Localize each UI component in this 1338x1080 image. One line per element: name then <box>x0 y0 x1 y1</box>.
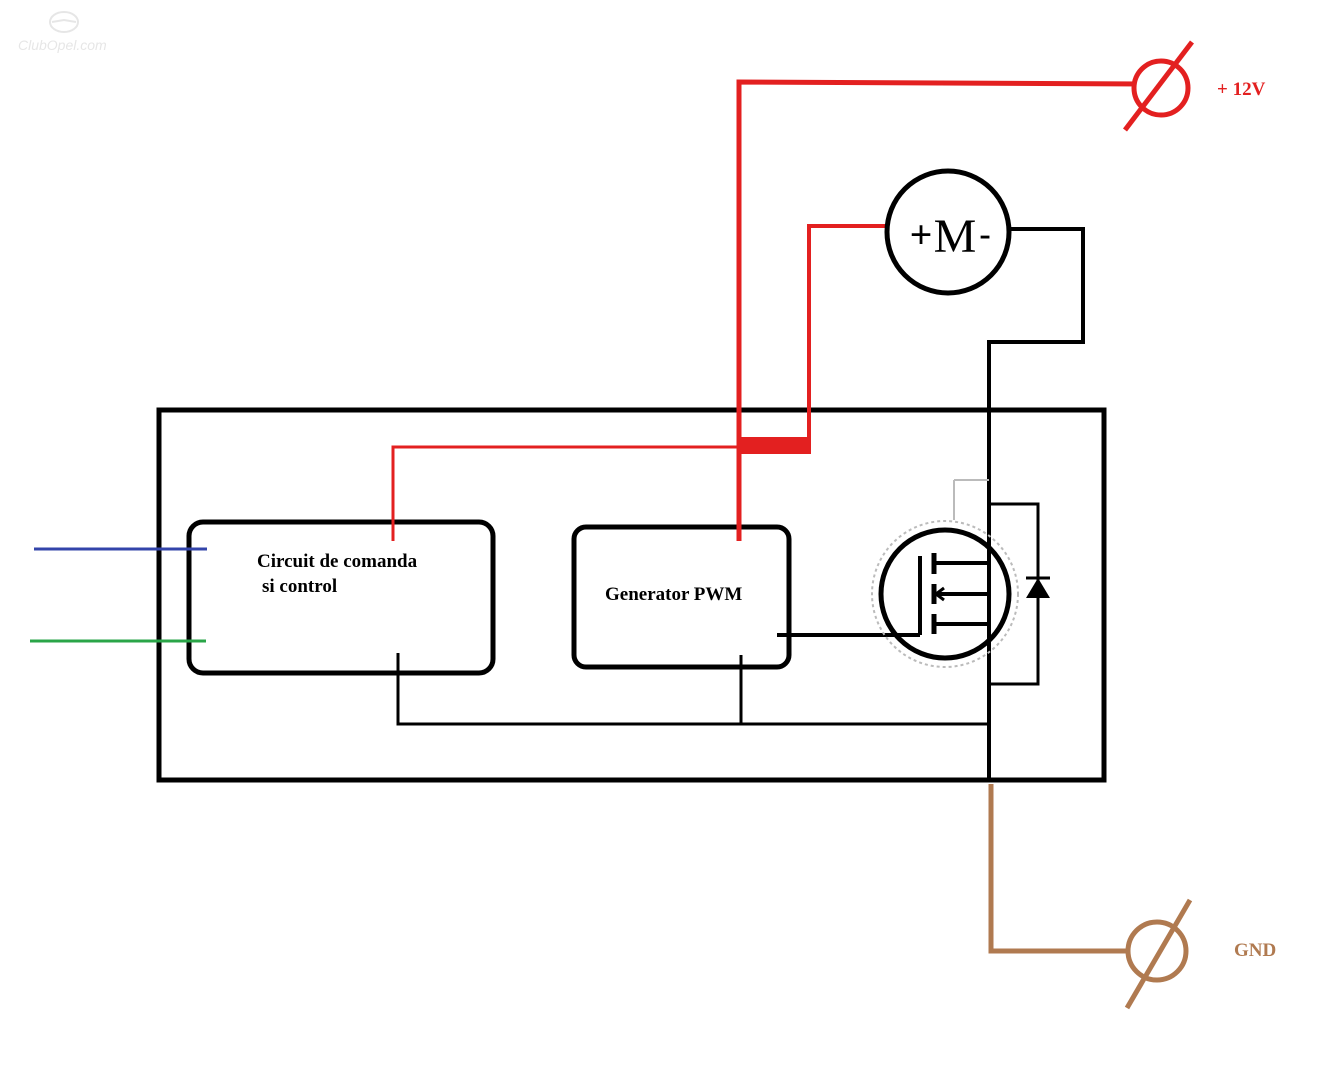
watermark-text: ClubOpel.com <box>18 37 107 53</box>
watermark: ClubOpel.com <box>18 11 107 53</box>
control-block-label-line1: Circuit de comanda <box>257 551 418 572</box>
motor-minus-sign: - <box>979 216 990 253</box>
internal-ground-bus <box>396 653 989 726</box>
motor-icon: + M - <box>884 168 1012 296</box>
control-block-label-line2: si control <box>262 576 337 597</box>
ground-terminal-label: GND <box>1234 940 1276 961</box>
ground-wire <box>988 784 1148 954</box>
pwm-block-label: Generator PWM <box>605 584 742 605</box>
diode-icon <box>989 502 1050 686</box>
module-enclosure <box>156 407 1107 783</box>
motor-plus-sign: + <box>910 212 933 257</box>
mosfet-icon <box>871 479 1019 668</box>
control-circuit-block <box>186 519 496 676</box>
pwm-generator-block <box>571 524 792 670</box>
ground-terminal-icon <box>1124 898 1193 1010</box>
motor-drain-wiring <box>987 227 1085 780</box>
supply-wiring <box>391 79 1149 541</box>
supply-junction-bar <box>737 437 811 454</box>
watermark-logo-icon <box>49 11 79 33</box>
positive-terminal-label: + 12V <box>1217 79 1266 100</box>
positive-terminal-icon <box>1123 40 1194 132</box>
motor-letter: M <box>934 210 977 263</box>
